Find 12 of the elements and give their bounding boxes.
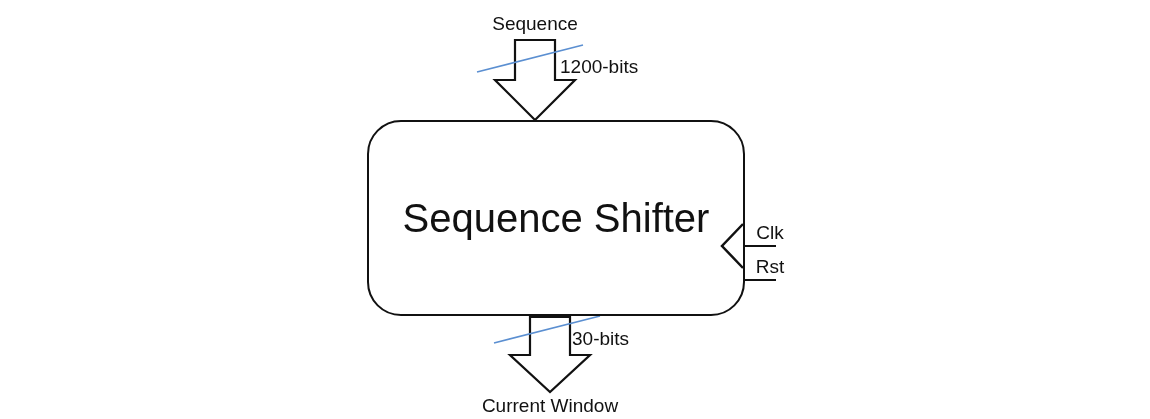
signal-label: Rst: [750, 258, 790, 276]
edge-label: 1200-bits: [560, 57, 639, 76]
output-label: Current Window: [480, 394, 620, 418]
block-arrow: [507, 315, 593, 394]
box-title: Sequence Shifter: [402, 195, 710, 241]
process-box: [367, 120, 745, 316]
signal-label: Clk: [750, 224, 790, 242]
signal-line: [743, 279, 777, 281]
block-arrow: [492, 38, 578, 122]
signal-line: [743, 245, 777, 247]
edge-label: 30-bits: [572, 329, 630, 348]
input-label: Sequence: [490, 10, 580, 38]
